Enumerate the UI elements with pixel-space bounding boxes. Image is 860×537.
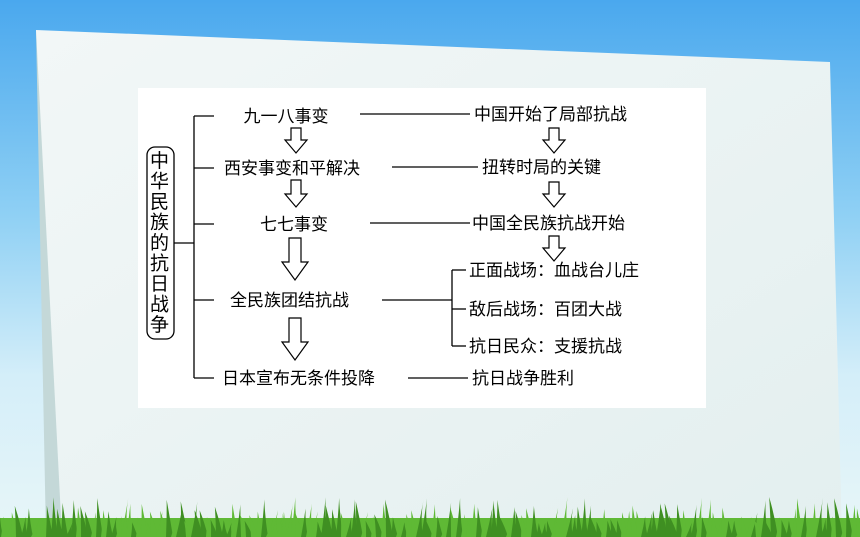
result-4: 抗日战争胜利 [472,369,574,389]
arrow-down-icon [283,179,309,208]
arrow-down-icon [541,235,567,262]
battlefield-people: 抗日民众：支援抗战 [469,337,622,357]
arrow-down-icon [541,181,567,208]
arrow-down-icon [283,127,309,154]
battlefield-rear: 敌后战场：百团大战 [469,300,622,320]
event-3: 七七事变 [260,215,328,235]
arrow-down-icon [280,237,310,282]
arrow-down-icon [541,127,567,154]
flow-arrows [280,127,567,362]
grass-strip [0,497,860,537]
result-1: 中国开始了局部抗战 [474,105,627,125]
event-2: 西安事变和平解决 [224,159,360,179]
result-3: 中国全民族抗战开始 [472,214,625,234]
event-1: 九一八事变 [244,107,329,127]
connector-lines [146,113,478,379]
event-4: 全民族团结抗战 [230,291,349,311]
event-5: 日本宣布无条件投降 [222,369,375,389]
result-2: 扭转时局的关键 [482,158,601,178]
arrow-down-icon [280,317,310,362]
content-panel [138,88,706,408]
battlefield-front: 正面战场：血战台儿庄 [469,261,639,281]
diagram-title: 中华民族的抗日战争 [150,150,171,336]
